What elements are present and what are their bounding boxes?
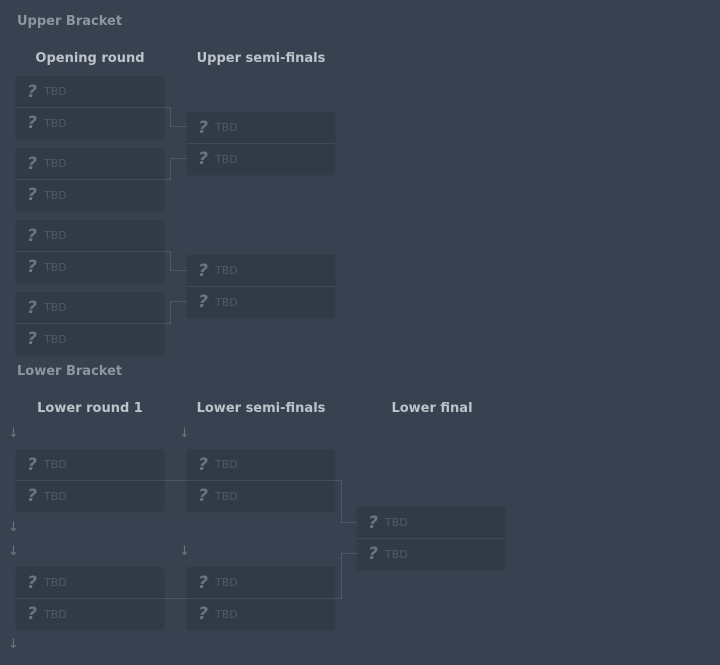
question-mark-icon: ? bbox=[27, 329, 37, 349]
question-mark-icon: ? bbox=[27, 113, 37, 133]
team-name: TBD bbox=[44, 116, 67, 130]
upper-match-4[interactable]: ? TBD ? TBD bbox=[16, 292, 164, 354]
team-slot[interactable]: ? TBD bbox=[16, 179, 164, 210]
team-name: TBD bbox=[44, 188, 67, 202]
team-name: TBD bbox=[44, 229, 67, 242]
team-slot[interactable]: ? TBD bbox=[187, 598, 335, 629]
question-mark-icon: ? bbox=[198, 149, 208, 169]
question-mark-icon: ? bbox=[27, 81, 37, 102]
lower-final-match[interactable]: ? TBD ? TBD bbox=[357, 507, 505, 569]
team-slot[interactable]: ? TBD bbox=[16, 567, 164, 598]
team-slot[interactable]: ? TBD bbox=[16, 449, 164, 480]
team-name: TBD bbox=[215, 607, 238, 621]
question-mark-icon: ? bbox=[198, 292, 208, 312]
team-name: TBD bbox=[44, 489, 67, 503]
down-arrow-icon: ↓ bbox=[8, 520, 19, 535]
lower-semi-match-2[interactable]: ? TBD ? TBD bbox=[187, 567, 335, 629]
upper-semi-match-2[interactable]: ? TBD ? TBD bbox=[187, 255, 335, 317]
team-name: TBD bbox=[44, 301, 67, 314]
down-arrow-icon: ↓ bbox=[179, 426, 190, 441]
team-slot[interactable]: ? TBD bbox=[16, 292, 164, 323]
team-name: TBD bbox=[385, 516, 408, 529]
question-mark-icon: ? bbox=[198, 572, 208, 593]
question-mark-icon: ? bbox=[198, 454, 208, 475]
team-slot[interactable]: ? TBD bbox=[187, 286, 335, 317]
round-title-lower-semis: Lower semi-finals bbox=[196, 401, 326, 416]
question-mark-icon: ? bbox=[27, 297, 37, 318]
down-arrow-icon: ↓ bbox=[179, 544, 190, 559]
lower-round1-match-1[interactable]: ? TBD ? TBD bbox=[16, 449, 164, 511]
question-mark-icon: ? bbox=[27, 486, 37, 506]
team-slot[interactable]: ? TBD bbox=[187, 255, 335, 286]
question-mark-icon: ? bbox=[198, 604, 208, 624]
team-name: TBD bbox=[44, 332, 67, 346]
team-name: TBD bbox=[215, 458, 238, 471]
question-mark-icon: ? bbox=[27, 225, 37, 246]
round-title-opening: Opening round bbox=[35, 51, 145, 66]
team-name: TBD bbox=[44, 157, 67, 170]
team-slot[interactable]: ? TBD bbox=[16, 323, 164, 354]
team-name: TBD bbox=[215, 489, 238, 503]
down-arrow-icon: ↓ bbox=[8, 544, 19, 559]
lower-bracket-title: Lower Bracket bbox=[17, 364, 123, 379]
team-name: TBD bbox=[44, 576, 67, 589]
upper-match-1[interactable]: ? TBD ? TBD bbox=[16, 76, 164, 138]
question-mark-icon: ? bbox=[27, 572, 37, 593]
question-mark-icon: ? bbox=[27, 153, 37, 174]
team-slot[interactable]: ? TBD bbox=[357, 507, 505, 538]
down-arrow-icon: ↓ bbox=[8, 426, 19, 441]
team-name: TBD bbox=[44, 85, 67, 98]
lower-round1-match-2[interactable]: ? TBD ? TBD bbox=[16, 567, 164, 629]
upper-semi-match-1[interactable]: ? TBD ? TBD bbox=[187, 112, 335, 174]
down-arrow-icon: ↓ bbox=[8, 637, 19, 652]
question-mark-icon: ? bbox=[198, 117, 208, 138]
round-title-lower-round-1: Lower round 1 bbox=[37, 401, 143, 416]
question-mark-icon: ? bbox=[27, 257, 37, 277]
question-mark-icon: ? bbox=[198, 260, 208, 281]
team-slot[interactable]: ? TBD bbox=[16, 480, 164, 511]
team-slot[interactable]: ? TBD bbox=[16, 107, 164, 138]
team-name: TBD bbox=[44, 458, 67, 471]
upper-match-3[interactable]: ? TBD ? TBD bbox=[16, 220, 164, 282]
round-title-upper-semis: Upper semi-finals bbox=[196, 51, 326, 66]
upper-bracket-title: Upper Bracket bbox=[17, 14, 123, 29]
team-name: TBD bbox=[385, 547, 408, 561]
team-name: TBD bbox=[215, 576, 238, 589]
team-slot[interactable]: ? TBD bbox=[187, 449, 335, 480]
question-mark-icon: ? bbox=[368, 512, 378, 533]
team-name: TBD bbox=[215, 152, 238, 166]
team-name: TBD bbox=[215, 295, 238, 309]
question-mark-icon: ? bbox=[198, 486, 208, 506]
question-mark-icon: ? bbox=[27, 454, 37, 475]
team-slot[interactable]: ? TBD bbox=[16, 251, 164, 282]
team-slot[interactable]: ? TBD bbox=[187, 143, 335, 174]
team-slot[interactable]: ? TBD bbox=[187, 567, 335, 598]
team-slot[interactable]: ? TBD bbox=[16, 598, 164, 629]
lower-semi-match-1[interactable]: ? TBD ? TBD bbox=[187, 449, 335, 511]
team-name: TBD bbox=[215, 121, 238, 134]
team-slot[interactable]: ? TBD bbox=[357, 538, 505, 569]
team-slot[interactable]: ? TBD bbox=[16, 148, 164, 179]
team-slot[interactable]: ? TBD bbox=[16, 76, 164, 107]
question-mark-icon: ? bbox=[368, 544, 378, 564]
team-name: TBD bbox=[215, 264, 238, 277]
team-name: TBD bbox=[44, 260, 67, 274]
round-title-lower-final: Lower final bbox=[391, 401, 473, 416]
question-mark-icon: ? bbox=[27, 185, 37, 205]
team-slot[interactable]: ? TBD bbox=[187, 112, 335, 143]
question-mark-icon: ? bbox=[27, 604, 37, 624]
team-slot[interactable]: ? TBD bbox=[16, 220, 164, 251]
upper-match-2[interactable]: ? TBD ? TBD bbox=[16, 148, 164, 210]
team-slot[interactable]: ? TBD bbox=[187, 480, 335, 511]
team-name: TBD bbox=[44, 607, 67, 621]
